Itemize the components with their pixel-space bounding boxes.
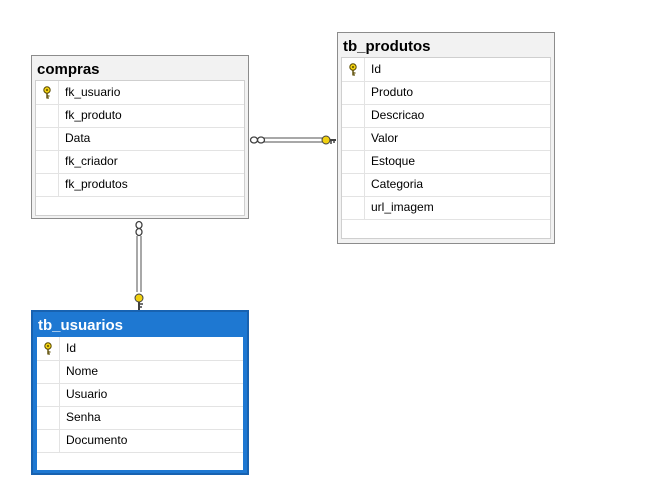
column-name: Senha	[66, 410, 101, 424]
column-row[interactable]: Senha	[37, 406, 243, 430]
key-icon	[321, 135, 336, 145]
row-gutter	[342, 127, 365, 150]
row-gutter	[36, 173, 59, 196]
column-name: Id	[371, 62, 382, 76]
column-row[interactable]: fk_usuario	[36, 81, 244, 105]
column-row[interactable]: fk_produtos	[36, 173, 244, 197]
row-gutter	[37, 360, 60, 383]
row-gutter	[342, 196, 365, 219]
row-gutter	[36, 150, 59, 173]
column-row[interactable]: fk_criador	[36, 150, 244, 174]
row-gutter	[342, 173, 365, 196]
column-row[interactable]: Data	[36, 127, 244, 151]
row-gutter	[342, 150, 365, 173]
row-gutter	[36, 81, 59, 104]
column-name: Id	[66, 341, 77, 355]
column-row[interactable]: Estoque	[342, 150, 550, 174]
column-row[interactable]: Id	[37, 337, 243, 361]
infinity-icon	[249, 136, 266, 144]
column-name: Data	[65, 131, 91, 145]
column-grid: fk_usuario fk_produto Data fk_criador fk…	[35, 80, 245, 216]
row-gutter	[342, 104, 365, 127]
row-gutter	[37, 337, 60, 360]
column-name: Usuario	[66, 387, 108, 401]
column-name: fk_criador	[65, 154, 118, 168]
column-name: Documento	[66, 433, 128, 447]
key-icon	[44, 342, 52, 355]
column-name: Nome	[66, 364, 99, 378]
column-name: url_imagem	[371, 200, 434, 214]
row-gutter	[342, 81, 365, 104]
table-title: tb_usuarios	[38, 317, 124, 334]
column-name: Valor	[371, 131, 399, 145]
column-row[interactable]: Categoria	[342, 173, 550, 197]
column-name: fk_usuario	[65, 85, 121, 99]
column-name: Estoque	[371, 154, 416, 168]
key-icon	[349, 63, 357, 76]
infinity-icon	[135, 220, 143, 237]
key-icon	[43, 86, 51, 99]
table-title: compras	[37, 61, 100, 78]
column-name: Descricao	[371, 108, 425, 122]
relationship-compras-tb-usuarios[interactable]	[134, 220, 144, 311]
column-grid: Id Produto Descricao Valor Estoque Categ…	[341, 57, 551, 239]
column-name: Categoria	[371, 177, 424, 191]
row-gutter	[37, 429, 60, 452]
row-gutter	[36, 127, 59, 150]
column-row[interactable]: Id	[342, 58, 550, 82]
column-row[interactable]: Descricao	[342, 104, 550, 128]
row-gutter	[342, 58, 365, 81]
column-row[interactable]: url_imagem	[342, 196, 550, 220]
table-tb-produtos[interactable]: tb_produtos Id Produto Descricao	[337, 32, 555, 244]
column-row[interactable]: fk_produto	[36, 104, 244, 128]
column-row[interactable]: Produto	[342, 81, 550, 105]
column-name: Produto	[371, 85, 414, 99]
column-name: fk_produtos	[65, 177, 128, 191]
table-tb-usuarios[interactable]: tb_usuarios Id Nome Usuario Se	[31, 310, 249, 475]
relationship-compras-tb-produtos[interactable]	[249, 135, 337, 145]
column-row[interactable]: Documento	[37, 429, 243, 453]
table-compras[interactable]: compras fk_usuario fk_produto Data	[31, 55, 249, 219]
row-gutter	[37, 406, 60, 429]
column-name: fk_produto	[65, 108, 122, 122]
column-grid: Id Nome Usuario Senha Documento	[36, 336, 244, 471]
column-row[interactable]: Valor	[342, 127, 550, 151]
row-gutter	[36, 104, 59, 127]
row-gutter	[37, 383, 60, 406]
key-icon	[134, 293, 144, 310]
column-row[interactable]: Nome	[37, 360, 243, 384]
column-row[interactable]: Usuario	[37, 383, 243, 407]
table-title: tb_produtos	[343, 38, 431, 55]
